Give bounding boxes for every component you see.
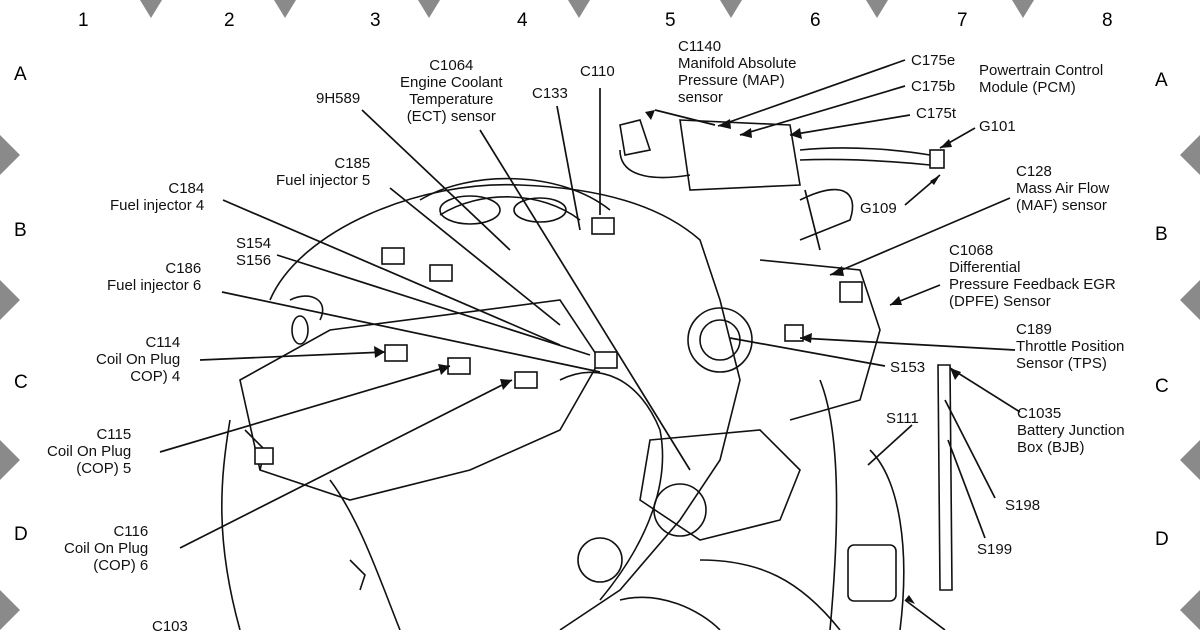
callout-c186: C186 Fuel injector 6 (107, 260, 202, 294)
callout-c114: C114 Coil On Plug COP) 4 (96, 334, 181, 385)
callout-c1140: C1140 Manifold Absolute Pressure (MAP) s… (678, 38, 797, 106)
callout-c128: C128 Mass Air Flow (MAF) sensor (1016, 163, 1110, 214)
callout-s111: S111 (886, 410, 919, 427)
callout-s198: S198 (1005, 497, 1041, 514)
leader-lines (159, 59, 1021, 630)
callout-c115: C115 Coil On Plug (COP) 5 (47, 426, 132, 477)
callout-c184: C184 Fuel injector 4 (110, 180, 205, 214)
column-label: 7 (957, 10, 968, 31)
callout-c175b: C175b (911, 78, 956, 95)
row-label: B (1155, 224, 1168, 245)
callout-s199: S199 (977, 541, 1013, 558)
column-label: 8 (1102, 10, 1113, 31)
row-label: C (1155, 376, 1169, 397)
row-label: A (1155, 70, 1168, 91)
callout-c1064: C1064 Engine Coolant Temperature (ECT) s… (400, 57, 503, 125)
column-label: 4 (517, 10, 528, 31)
callout-c110: C110 (580, 63, 615, 80)
callout-c1068: C1068 Differential Pressure Feedback EGR… (949, 242, 1116, 310)
row-label: A (14, 64, 27, 85)
callout-c133: C133 (532, 85, 568, 102)
callout-c175t: C175t (916, 105, 957, 122)
callout-c175e: C175e (911, 52, 956, 69)
callout-g109: G109 (860, 200, 897, 217)
leader-arrowheads (374, 110, 961, 604)
row-label: D (1155, 529, 1169, 550)
column-label: 3 (370, 10, 381, 31)
callout-c1035: C1035 Battery Junction Box (BJB) (1017, 405, 1125, 456)
row-label: D (14, 524, 28, 545)
callout-9h589: 9H589 (316, 90, 361, 107)
callout-pcm: Powertrain Control Module (PCM) (979, 62, 1104, 96)
row-label: B (14, 220, 27, 241)
column-label: 5 (665, 10, 676, 31)
callout-c103: C103 (152, 618, 188, 635)
column-label: 1 (78, 10, 89, 31)
column-label: 2 (224, 10, 235, 31)
engine-body (221, 119, 953, 630)
callout-c189: C189 Throttle Position Sensor (TPS) (1016, 321, 1125, 372)
callout-s154-s156: S154 S156 (236, 235, 272, 269)
callout-c185: C185 Fuel injector 5 (276, 155, 371, 189)
column-label: 6 (810, 10, 821, 31)
callout-g101: G101 (979, 118, 1016, 135)
connectors (254, 217, 863, 465)
callout-s153: S153 (890, 359, 926, 376)
row-label: C (14, 372, 28, 393)
callout-c116: C116 Coil On Plug (COP) 6 (64, 523, 149, 574)
